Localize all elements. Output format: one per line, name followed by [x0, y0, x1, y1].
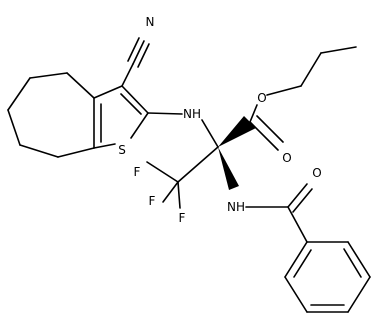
atom-label-nh-thiophene: NH [183, 107, 201, 121]
atom-label-fluorine-1: F [134, 165, 141, 179]
ester-wedge-bond [218, 116, 256, 147]
nitrile-group [121, 37, 150, 87]
amine-link-bonds [147, 112, 219, 148]
atom-label-thiophene-s: S [118, 143, 126, 157]
ester-group [218, 46, 357, 151]
trifluoromethyl-group [146, 146, 219, 209]
atom-label-fluorine-2: F [149, 194, 156, 208]
cycloheptane-ring [7, 72, 95, 158]
atom-label-fluorine-3: F [179, 211, 186, 225]
benzamide-group [218, 147, 371, 313]
amide-wedge-bond [218, 147, 239, 190]
atom-label-ester-o-double: O [282, 151, 291, 165]
atom-label-amide-o: O [312, 166, 321, 180]
atom-label-ester-o-single: O [257, 91, 266, 105]
atom-labels: N NH O O S F F F NH O [118, 15, 322, 225]
thiophene-ring [93, 85, 149, 149]
atom-label-nh-amide: NH [227, 200, 245, 214]
atom-label-nitrile-n: N [146, 15, 155, 29]
